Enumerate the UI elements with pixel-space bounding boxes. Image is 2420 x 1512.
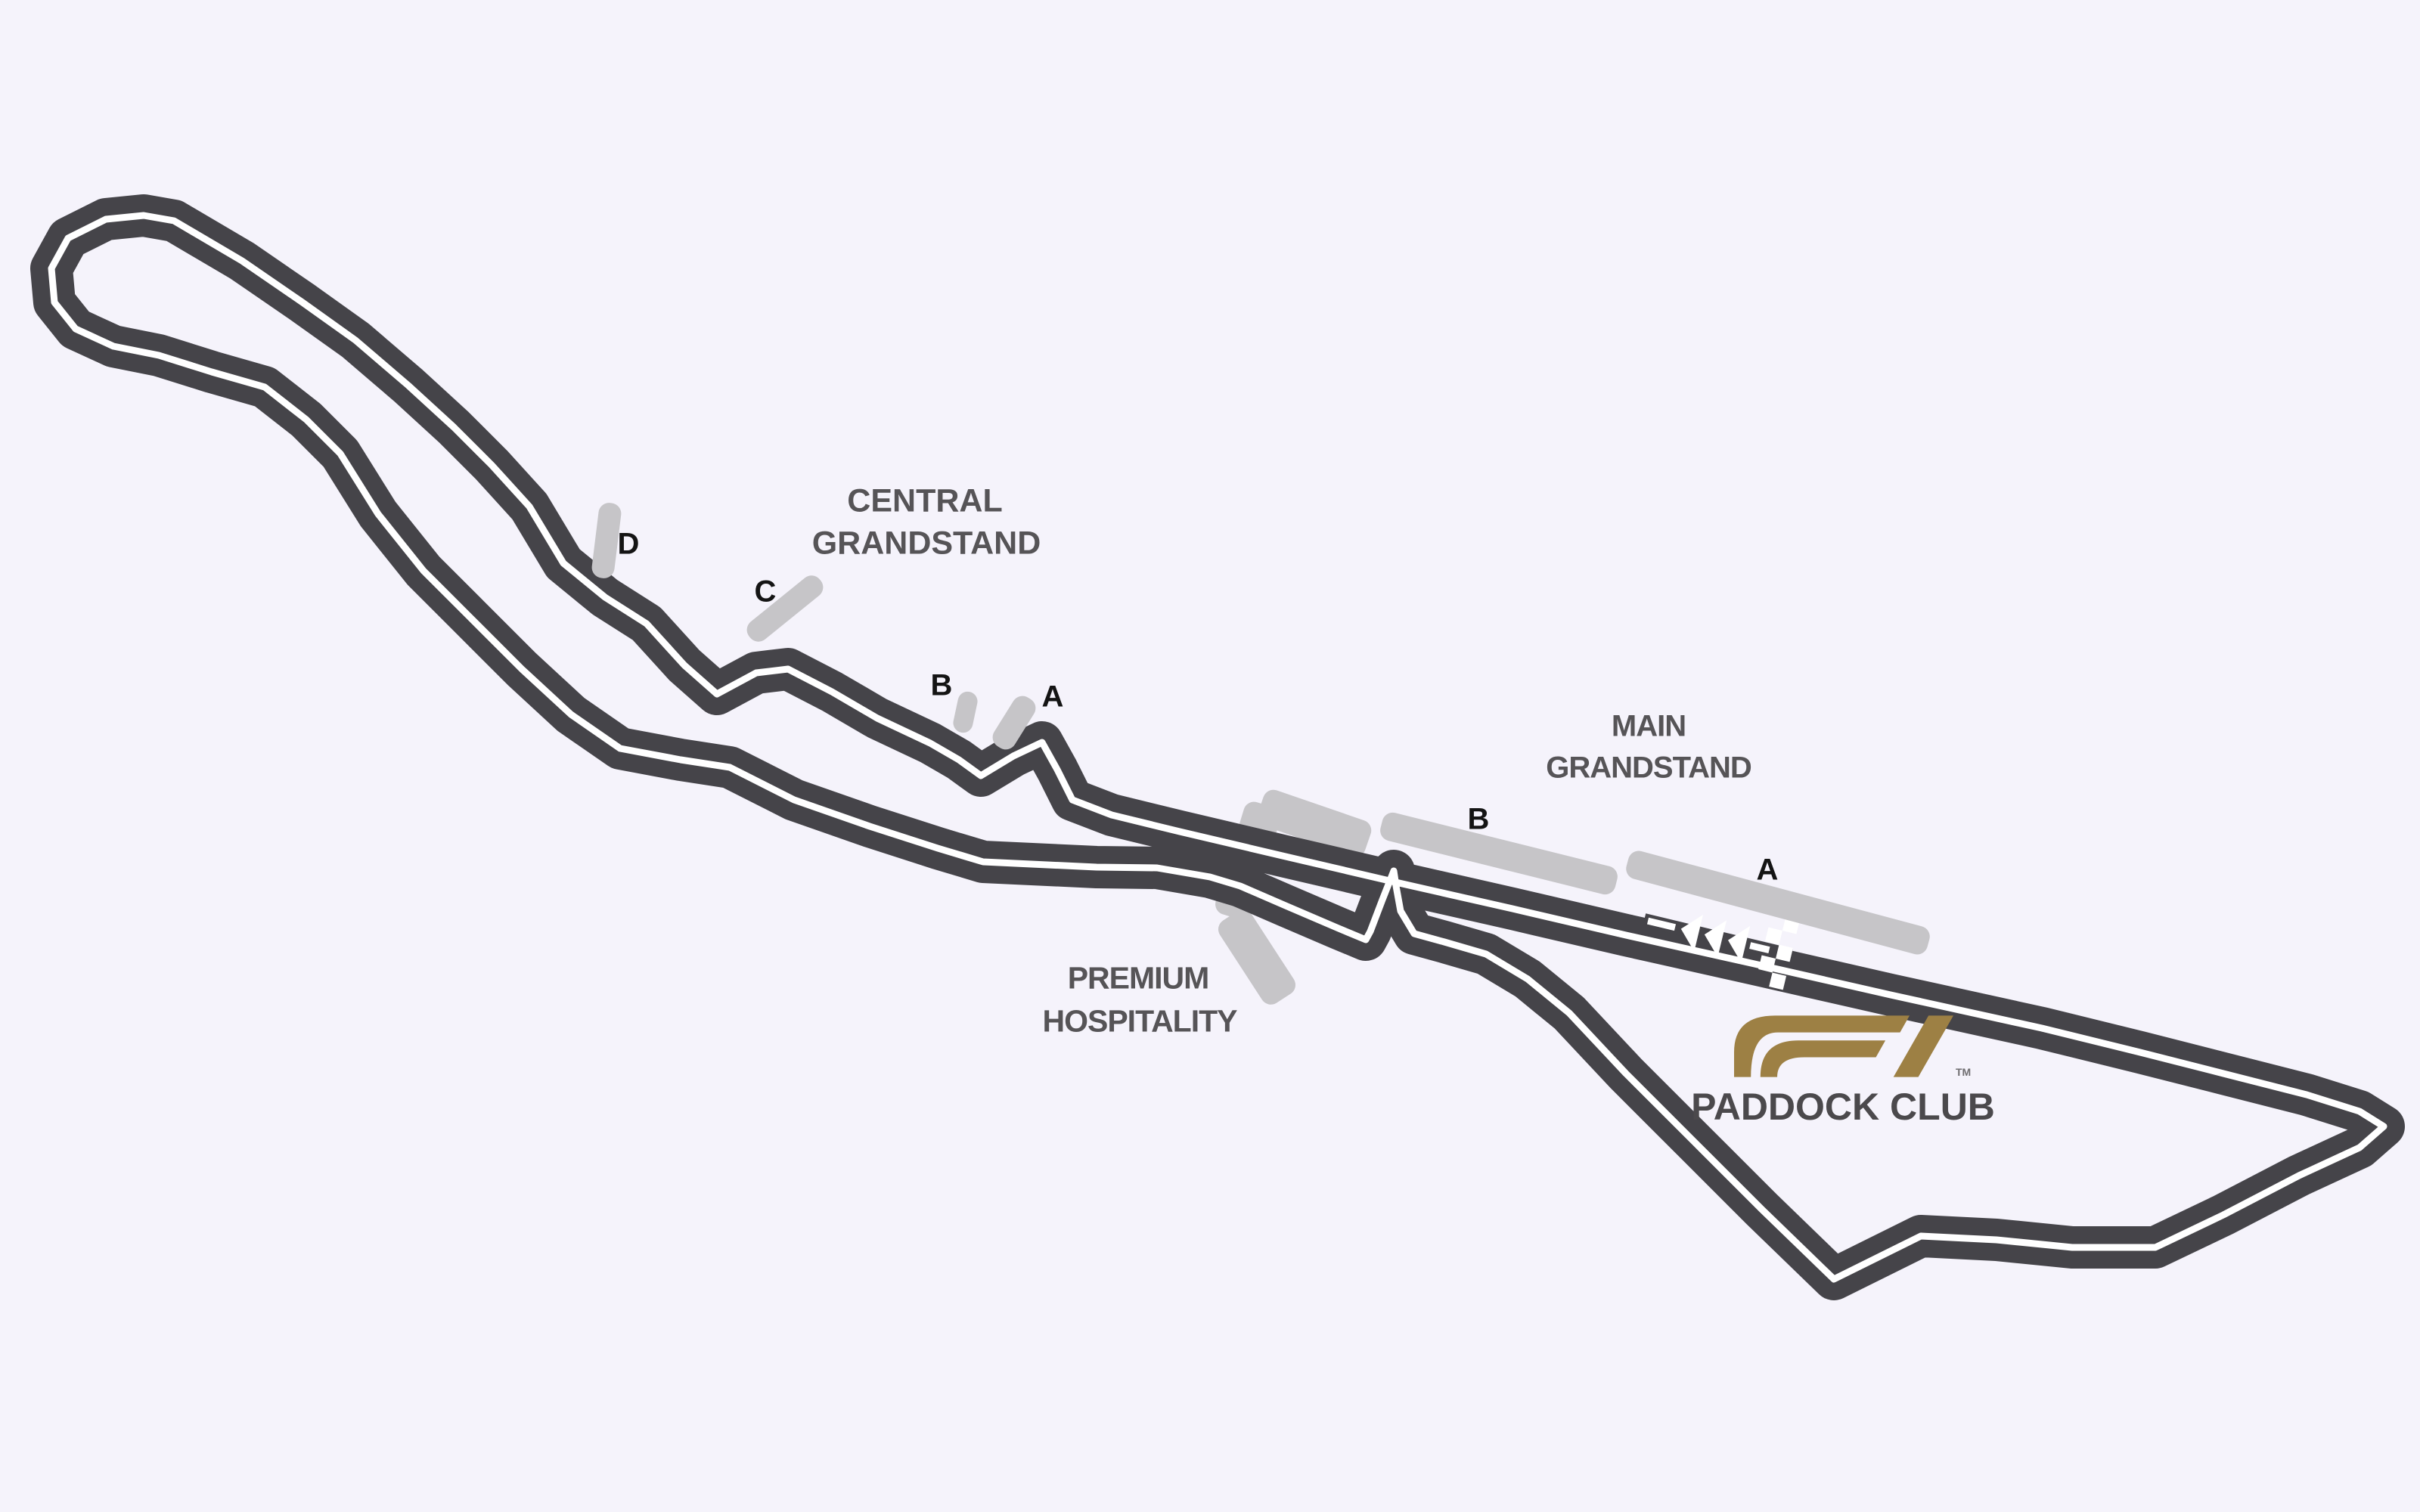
section-letter-central-a: A — [1041, 680, 1064, 714]
track-centerline — [48, 212, 2387, 1283]
paddock-club-label: PADDOCK CLUB — [1691, 1086, 1995, 1128]
hospitality-arm-top[interactable] — [1255, 787, 1374, 860]
central-grandstand-title-line1: CENTRAL — [847, 482, 1003, 519]
central-grandstand-title-line2: GRANDSTAND — [811, 525, 1041, 562]
centerline-dash — [1646, 917, 1677, 931]
section-letter-central-d: D — [617, 527, 640, 561]
centerline-dash — [1749, 942, 1770, 954]
f1-logo-icon — [1734, 1015, 1953, 1077]
section-letter-main-a: A — [1756, 853, 1779, 887]
section-letter-central-c: C — [754, 575, 777, 609]
start-finish-group — [1643, 913, 1800, 990]
section-letter-main-b: B — [1467, 802, 1490, 836]
hospitality-arm-bottom[interactable] — [1215, 906, 1300, 1009]
direction-arrows-icon — [1680, 914, 1751, 963]
main-grandstand-title-line2: GRANDSTAND — [1546, 751, 1751, 785]
trademark-label: TM — [1956, 1066, 1972, 1078]
premium-hospitality-title-line1: PREMIUM — [1067, 960, 1210, 996]
main-grandstand-title-line1: MAIN — [1611, 709, 1686, 743]
premium-hospitality-title-line2: HOSPITALITY — [1042, 1003, 1237, 1039]
section-letter-central-b: B — [930, 668, 953, 702]
